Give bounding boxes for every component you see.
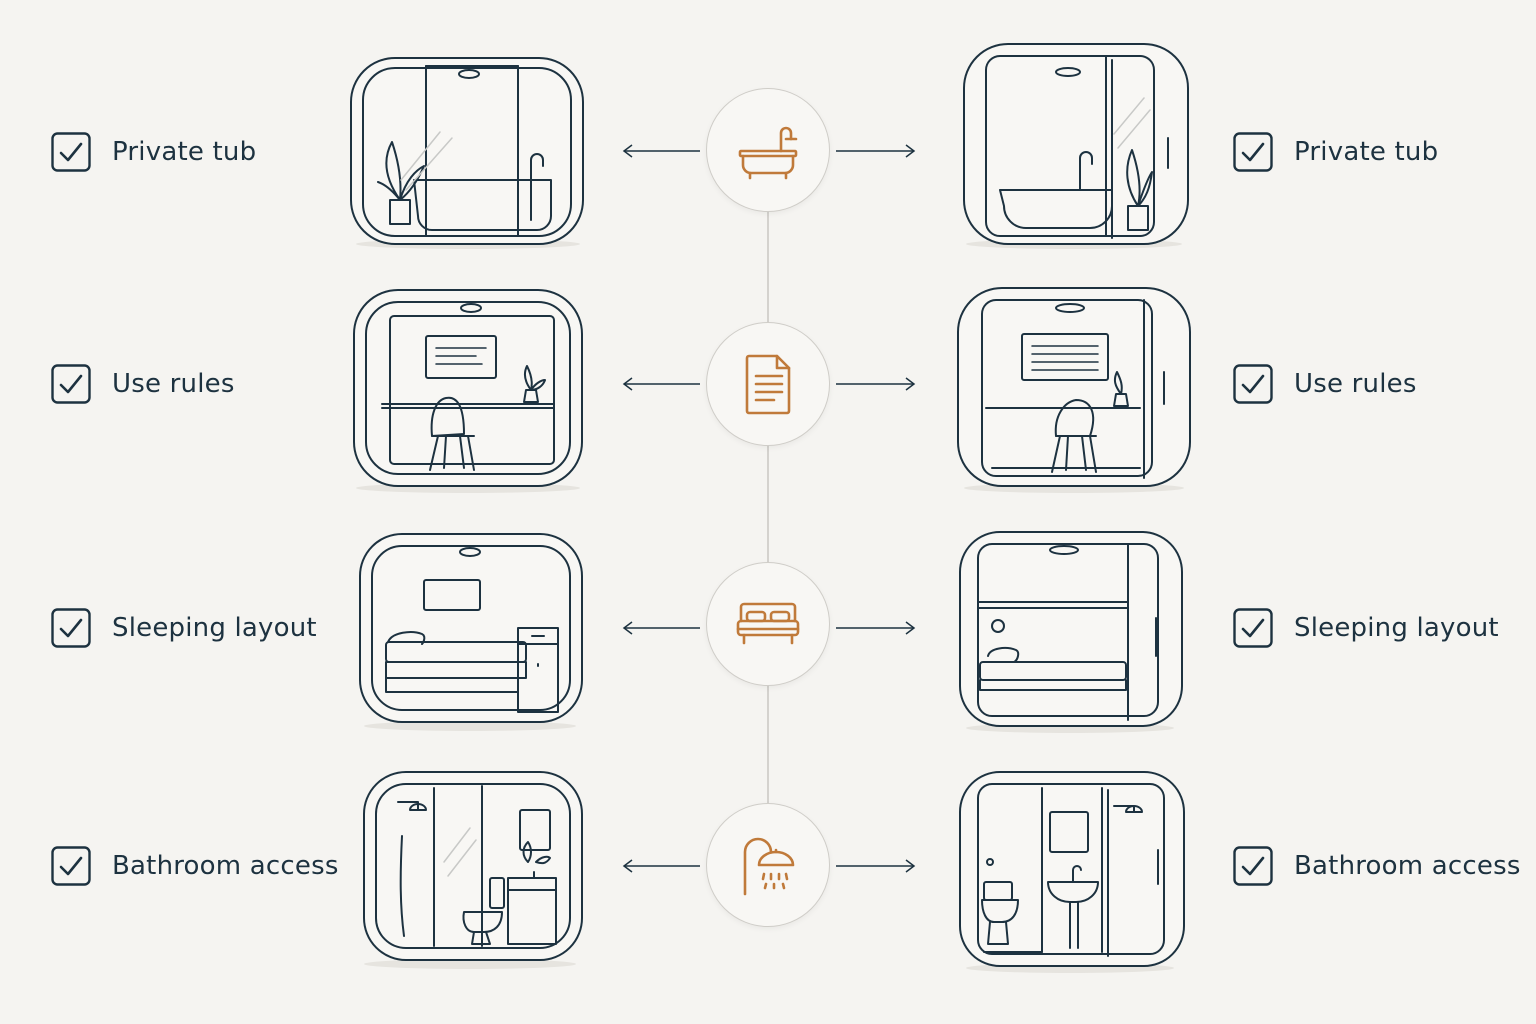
checkbox-checked-icon[interactable] (1233, 364, 1273, 404)
pod-right-bathroom-access (954, 766, 1188, 974)
arrow-left-bath (622, 859, 700, 873)
right-label-use-rules: Use rules (1233, 362, 1417, 406)
left-label-sleeping-layout: Sleeping layout (51, 606, 317, 650)
shower-icon (743, 837, 795, 896)
feature-label-text: Bathroom access (112, 851, 339, 881)
arrow-left-rules (622, 377, 700, 391)
feature-label-text: Use rules (112, 369, 235, 399)
right-label-sleeping-layout: Sleeping layout (1233, 606, 1499, 650)
arrow-left-sleep (622, 621, 700, 635)
arrow-right-bath (836, 859, 916, 873)
pod-right-private-tub (956, 38, 1194, 252)
bed-icon (736, 602, 800, 645)
hub-shower (706, 803, 830, 927)
checkbox-checked-icon[interactable] (51, 364, 91, 404)
checkbox-checked-icon[interactable] (51, 846, 91, 886)
pod-right-use-rules (952, 282, 1196, 494)
checkbox-checked-icon[interactable] (1233, 132, 1273, 172)
arrow-right-sleep (836, 621, 916, 635)
feature-label-text: Private tub (1294, 137, 1439, 167)
right-label-bathroom-access: Bathroom access (1233, 844, 1521, 888)
checkbox-checked-icon[interactable] (1233, 608, 1273, 648)
right-label-private-tub: Private tub (1233, 130, 1438, 174)
feature-label-text: Private tub (112, 137, 257, 167)
left-label-use-rules: Use rules (51, 362, 235, 406)
document-icon (745, 354, 791, 415)
hub-bed (706, 562, 830, 686)
left-label-bathroom-access: Bathroom access (51, 844, 339, 888)
pod-left-use-rules (346, 284, 591, 494)
hub-bathtub (706, 88, 830, 212)
feature-label-text: Use rules (1294, 369, 1417, 399)
arrow-left-tub (622, 144, 700, 158)
checkbox-checked-icon[interactable] (51, 608, 91, 648)
bathtub-icon (738, 126, 798, 180)
checkbox-checked-icon[interactable] (51, 132, 91, 172)
arrow-right-tub (836, 144, 916, 158)
pod-right-sleeping-layout (954, 526, 1188, 734)
feature-label-text: Sleeping layout (1294, 613, 1499, 643)
left-label-private-tub: Private tub (51, 130, 256, 174)
arrow-right-rules (836, 377, 916, 391)
checkbox-checked-icon[interactable] (1233, 846, 1273, 886)
feature-label-text: Sleeping layout (112, 613, 317, 643)
hub-document (706, 322, 830, 446)
pod-left-private-tub (346, 40, 591, 252)
pod-left-sleeping-layout (352, 528, 588, 732)
pod-left-bathroom-access (352, 766, 588, 970)
feature-label-text: Bathroom access (1294, 851, 1521, 881)
